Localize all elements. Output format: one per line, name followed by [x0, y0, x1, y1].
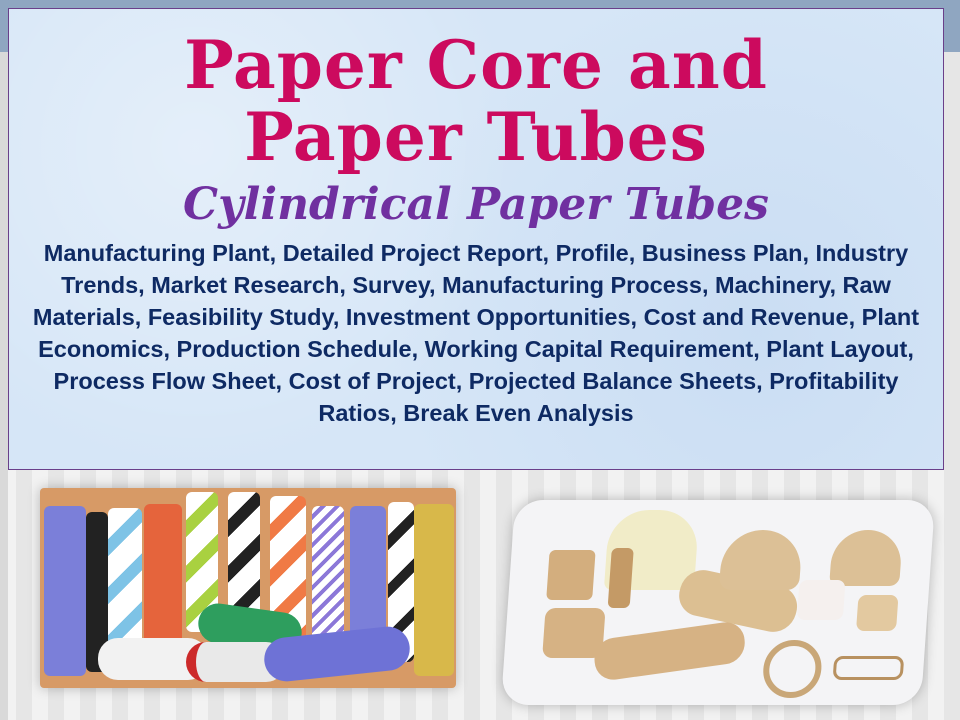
left-bar — [0, 52, 8, 720]
text-panel: Paper Core and Paper Tubes Cylindrical P… — [8, 8, 944, 470]
title-line-2: Paper Tubes — [244, 98, 708, 176]
title-line-1: Paper Core and — [184, 26, 768, 104]
kraft-cores-image — [500, 500, 936, 705]
slide-title: Paper Core and Paper Tubes — [9, 9, 943, 173]
slide-subtitle: Cylindrical Paper Tubes — [183, 179, 769, 230]
slide-description: Manufacturing Plant, Detailed Project Re… — [32, 240, 920, 426]
colored-tubes-image — [40, 488, 456, 688]
